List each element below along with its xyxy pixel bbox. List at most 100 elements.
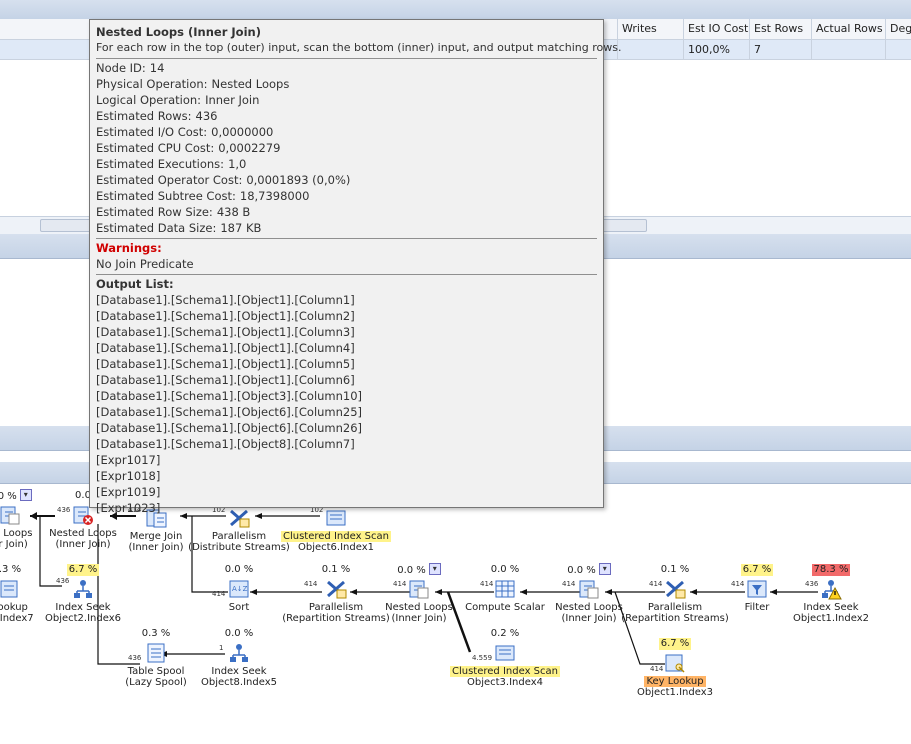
row-count-label: 102 <box>310 506 324 514</box>
tooltip-property: Estimated Rows:436 <box>96 108 597 124</box>
node-label: Clustered Index Scan <box>281 531 391 542</box>
tooltip-property: Physical Operation:Nested Loops <box>96 76 597 92</box>
property-value: 0,0000000 <box>211 125 274 139</box>
execution-plan: 436 436 414 102 102 436 414 414 414 414 … <box>0 484 911 744</box>
property-key: Physical Operation: <box>96 77 208 91</box>
lookup-icon <box>0 578 21 600</box>
node-cost: 0.0 % <box>490 564 520 575</box>
tooltip-property: Estimated Subtree Cost:18,7398000 <box>96 188 597 204</box>
row-count-label: 436 <box>805 580 819 588</box>
row-count-label: 414 <box>562 580 576 588</box>
sort-icon: A↓Z <box>228 578 250 600</box>
plan-node-parallelism[interactable]: 0.1 % Parallelism (Repartition Streams) <box>620 564 730 624</box>
plan-node-filter[interactable]: 6.7 % Filter <box>702 564 812 613</box>
plan-node-clustered-index-scan[interactable]: Clustered Index Scan Object6.Index1 <box>281 490 391 553</box>
cell-est-io-cost: 100,0% <box>683 40 749 59</box>
tooltip-description: For each row in the top (outer) input, s… <box>96 41 622 54</box>
plan-node-compute-scalar[interactable]: 0.0 % Compute Scalar <box>450 564 560 613</box>
node-sublabel: (Inner Join) <box>55 539 111 550</box>
row-count-label: 414 <box>304 580 318 588</box>
cell-actual-rows <box>811 40 885 59</box>
row-count-label: 414 <box>393 580 407 588</box>
output-column: [Database1].[Schema1].[Object1].[Column4… <box>96 341 355 355</box>
node-label: Table Spool <box>127 666 185 677</box>
plan-node-nested-loops[interactable]: 0.0 %▾ Nested Loops (Inner Join) <box>534 563 644 624</box>
node-sublabel: Object3.Index4 <box>466 677 543 688</box>
col-est-io-cost[interactable]: Est IO Cost <box>683 19 749 39</box>
chevron-down-icon[interactable]: ▾ <box>598 563 611 575</box>
node-label: Index Seek <box>211 666 267 677</box>
nested-loops-icon <box>408 578 430 600</box>
node-sublabel: (Inner Join) <box>391 613 447 624</box>
output-column: [Expr1023] <box>96 501 161 515</box>
plan-node-clustered-index-scan[interactable]: 0.2 % Clustered Index Scan Object3.Index… <box>450 628 560 688</box>
divider <box>96 58 597 59</box>
row-count-label: 414 <box>650 665 664 673</box>
property-value: Nested Loops <box>211 77 290 91</box>
plan-node-index-seek[interactable]: 78.3 % Index Seek Object1.Index2 <box>776 564 886 624</box>
tooltip-property: Estimated Executions:1,0 <box>96 156 597 172</box>
nested-loops-icon <box>578 578 600 600</box>
col-degree[interactable]: Degr <box>885 19 911 39</box>
property-value: 0,0001893 (0,0%) <box>246 173 351 187</box>
node-cost: 0.2 % <box>490 628 520 639</box>
node-cost: 0.0 % <box>224 628 254 639</box>
plan-node-parallelism[interactable]: Parallelism (Distribute Streams) <box>184 490 294 553</box>
output-column: [Expr1019] <box>96 485 161 499</box>
index-seek-icon <box>72 578 94 600</box>
plan-node-lookup[interactable]: .3 % Lookup t2.Index7 <box>0 564 65 624</box>
property-value: 187 KB <box>220 221 262 235</box>
col-est-rows[interactable]: Est Rows <box>749 19 811 39</box>
plan-node-nested-loops[interactable]: 0.0 %▾ Nested Loops (Inner Join) <box>364 563 474 624</box>
clustered-index-scan-icon <box>325 507 347 529</box>
svg-text:A↓Z: A↓Z <box>232 585 248 593</box>
node-cost: 0.1 % <box>660 564 690 575</box>
property-key: Estimated Operator Cost: <box>96 173 243 187</box>
row-count-label: 1 <box>219 644 224 652</box>
plan-node-index-seek[interactable]: 6.7 % Index Seek Object2.Index6 <box>28 564 138 624</box>
output-column: [Expr1018] <box>96 469 161 483</box>
plan-node-index-seek[interactable]: 0.0 % Index Seek Object8.Index5 <box>184 628 294 688</box>
node-label: Parallelism <box>211 531 267 542</box>
parallelism-icon <box>228 507 250 529</box>
node-cost: 0.0 %▾ <box>395 563 443 576</box>
row-count-label: 4.559 <box>472 654 493 662</box>
node-label: Lookup <box>0 602 28 613</box>
merge-join-icon <box>145 507 167 529</box>
chevron-down-icon[interactable]: ▾ <box>19 489 32 501</box>
node-label: Sort <box>228 602 250 613</box>
plan-node-merge-join[interactable]: Merge Join (Inner Join) <box>101 490 211 553</box>
node-label: Index Seek <box>803 602 859 613</box>
plan-node-parallelism[interactable]: 0.1 % Parallelism (Repartition Streams) <box>281 564 391 624</box>
property-value: 14 <box>149 61 165 75</box>
node-sublabel: Object6.Index1 <box>297 542 374 553</box>
property-value: 0,0002279 <box>218 141 281 155</box>
col-actual-rows[interactable]: Actual Rows <box>811 19 885 39</box>
node-sublabel: (Inner Join) <box>128 542 184 553</box>
plan-node-table-spool[interactable]: 0.3 % Table Spool (Lazy Spool) <box>101 628 211 688</box>
plan-node-nested-loops[interactable]: 0.0 %▾ ed Loops er Join) <box>0 489 65 550</box>
row-count-label: 414 <box>480 580 494 588</box>
col-writes[interactable]: Writes <box>617 19 683 39</box>
property-key: Estimated I/O Cost: <box>96 125 208 139</box>
tooltip-property: Estimated CPU Cost:0,0002279 <box>96 140 597 156</box>
property-key: Estimated Row Size: <box>96 205 213 219</box>
node-cost: 6.7 % <box>740 564 774 576</box>
node-label: Nested Loops <box>555 602 623 613</box>
parallelism-icon <box>325 578 347 600</box>
parallelism-icon <box>664 578 686 600</box>
property-key: Node ID: <box>96 61 146 75</box>
node-cost: 6.7 % <box>66 564 100 576</box>
plan-node-key-lookup[interactable]: 6.7 % Key Lookup Object1.Index3 <box>620 638 730 698</box>
chevron-down-icon[interactable]: ▾ <box>428 563 441 575</box>
node-sublabel: (Lazy Spool) <box>125 677 187 688</box>
plan-node-sort[interactable]: 0.0 % A↓Z Sort <box>184 564 294 613</box>
plan-node-nested-loops-warning[interactable]: 0.0 Nested Loops (Inner Join) <box>28 490 138 550</box>
tooltip-property: Estimated Row Size:438 B <box>96 204 597 220</box>
node-cost: 0.0 % <box>224 564 254 575</box>
node-cost: 0.1 % <box>321 564 351 575</box>
node-sublabel: Object1.Index2 <box>792 613 869 624</box>
tooltip-property: Logical Operation:Inner Join <box>96 92 597 108</box>
output-column: [Database1].[Schema1].[Object1].[Column1… <box>96 293 355 307</box>
property-value: 1,0 <box>228 157 247 171</box>
